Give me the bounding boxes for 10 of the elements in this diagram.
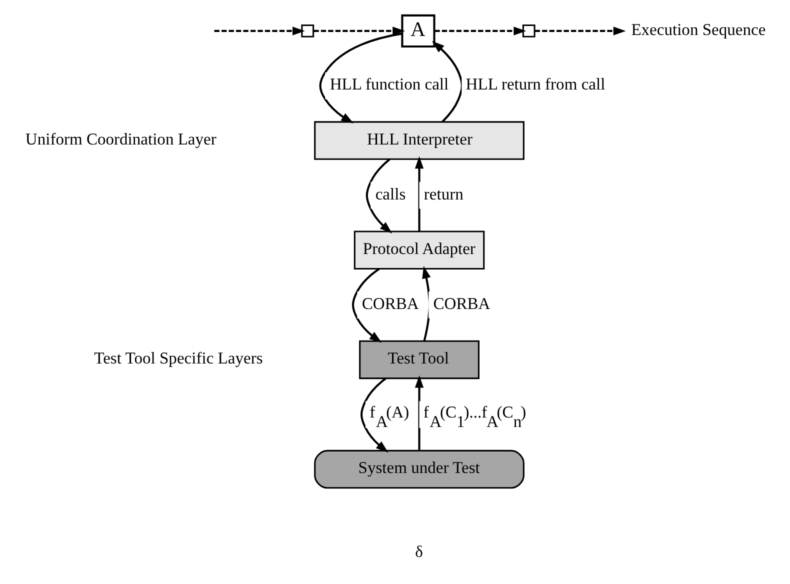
edge-label: CORBA: [432, 294, 490, 313]
edge-label: HLL function call: [329, 74, 448, 94]
label: Uniform Coordination Layer: [24, 129, 216, 148]
node-text: Execution Sequence: [630, 20, 766, 39]
edge-label: CORBA: [361, 294, 418, 313]
edge-label: HLL return from call: [465, 74, 605, 94]
edge-label: return: [423, 184, 463, 204]
edge-label: calls: [374, 184, 406, 204]
label: Test Tool Specific Layers: [94, 348, 262, 368]
label: δ: [414, 542, 422, 561]
